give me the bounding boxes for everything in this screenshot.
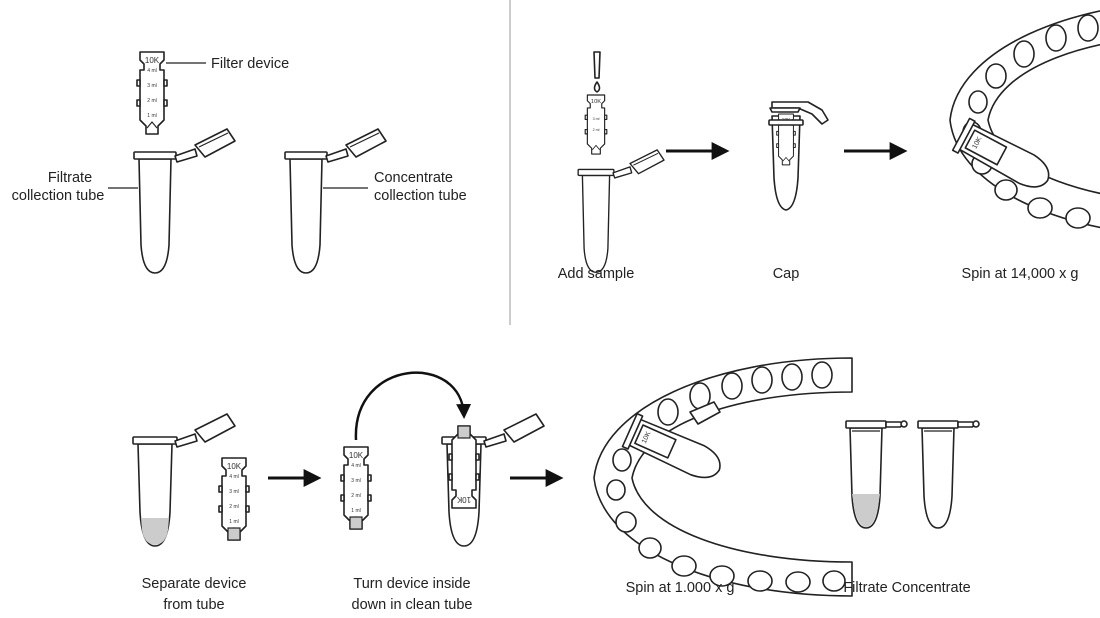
step-add-sample: 10K 3 ml 2 ml — [577, 51, 665, 273]
component-concentrate-tube — [284, 128, 387, 274]
device-cutoff-label: 10K — [227, 462, 242, 471]
device-mark: 3 ml — [229, 489, 238, 495]
step-cap: 10K — [768, 101, 829, 211]
label-add-sample: Add sample — [558, 266, 635, 282]
device-mark: 4 ml — [147, 68, 156, 74]
curved-arrow — [354, 371, 472, 441]
device-mark: 1 ml — [147, 113, 156, 119]
label-turn-line1: Turn device inside — [353, 576, 470, 592]
device-mark: 3 ml — [593, 117, 600, 121]
device-mark: 4 ml — [351, 463, 360, 469]
label-separate-line1: Separate device — [142, 576, 247, 592]
device-mark: 2 ml — [351, 493, 360, 499]
label-filtrate-line2: collection tube — [12, 188, 105, 204]
result-concentrate-tube — [917, 420, 980, 529]
step-separate-tube — [132, 413, 236, 547]
label-filter-device: Filter device — [211, 56, 289, 72]
pipette-tip — [593, 51, 601, 79]
device-cutoff-label: 10K — [349, 451, 364, 460]
component-filter-device: 10K 4 ml 3 ml 2 ml 1 ml — [136, 51, 168, 135]
label-separate-line2: from tube — [163, 597, 224, 613]
step-invert-device: 10K 4 ml 3 ml 2 ml 1 ml — [340, 446, 372, 530]
device-mark: 3 ml — [351, 478, 360, 484]
device-mark: 3 ml — [147, 83, 156, 89]
label-spin-1000: Spin at 1.000 x g — [626, 580, 735, 596]
device-mark: 2 ml — [147, 98, 156, 104]
device-cutoff-label: 10K — [456, 495, 471, 504]
step-spin-1000-rotor: 10K — [593, 357, 853, 597]
label-filtrate-line1: Filtrate — [48, 170, 92, 186]
device-mark: 2 ml — [593, 128, 600, 132]
device-mark: 2 ml — [229, 504, 238, 510]
label-filtrate-concentrate: Filtrate Concentrate — [843, 580, 970, 596]
device-mark: 1 ml — [351, 508, 360, 514]
step-separate-device: 10K 4 ml 3 ml 2 ml 1 ml — [218, 457, 250, 541]
label-concentrate-line2: collection tube — [374, 188, 467, 204]
result-filtrate-tube — [845, 420, 908, 529]
step-invert-tube: 10K — [441, 413, 545, 547]
filtrate-fill — [852, 494, 880, 527]
device-mark: 4 ml — [229, 474, 238, 480]
filtrate-fill — [141, 518, 169, 545]
label-turn-line2: down in clean tube — [352, 597, 473, 613]
label-concentrate-line1: Concentrate — [374, 170, 453, 186]
label-cap: Cap — [773, 266, 800, 282]
droplet-icon — [593, 81, 601, 93]
device-cutoff-label: 10K — [641, 430, 653, 445]
device-mark: 1 ml — [229, 519, 238, 525]
label-spin-14000: Spin at 14,000 x g — [962, 266, 1079, 282]
step-spin-14000-rotor: 10K — [949, 0, 1100, 239]
device-cutoff-label: 10K — [145, 56, 160, 65]
component-filtrate-tube — [133, 128, 236, 274]
device-cutoff-label: 10K — [591, 99, 601, 105]
